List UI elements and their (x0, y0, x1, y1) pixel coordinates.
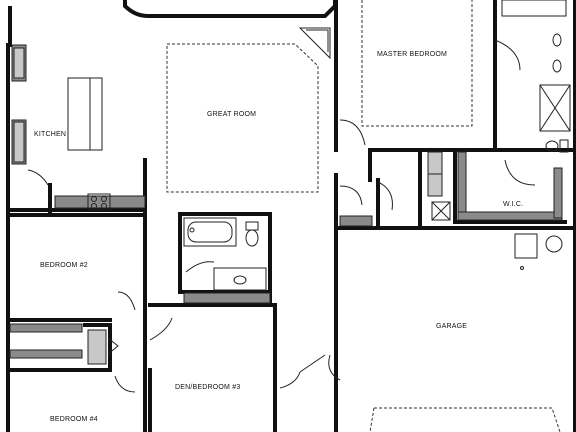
hall-toilet-icon (245, 229, 259, 247)
label-bedroom-2: BEDROOM #2 (40, 262, 88, 269)
water-heater-icon (514, 233, 538, 259)
label-great-room: GREAT ROOM (207, 111, 256, 118)
label-den-bedroom-3: DEN/BEDROOM #3 (175, 384, 240, 391)
fireplace (298, 27, 331, 60)
room-labels: MASTER BEDROOM GREAT ROOM KITCHEN W.I.C.… (34, 51, 523, 423)
laundry (339, 151, 451, 227)
ceiling-outlines (166, 0, 561, 432)
master-doors (339, 119, 393, 211)
shower-icon (539, 84, 571, 132)
hall-tub-icon (183, 217, 237, 247)
toilet-icon (545, 140, 559, 152)
kitchen-island (67, 77, 103, 151)
label-kitchen: KITCHEN (34, 131, 66, 138)
kitchen-counter-bottom (54, 195, 146, 209)
walk-in-closet (457, 151, 563, 221)
hall-vanity (213, 267, 267, 291)
washer-icon (431, 201, 451, 221)
garage-fixtures (328, 233, 563, 381)
hall-bath-fixtures (183, 217, 271, 304)
walls (6, 0, 576, 432)
bedroom-closets (9, 323, 119, 365)
label-bedroom-4: BEDROOM #4 (50, 416, 98, 423)
master-bath-fixtures (494, 0, 571, 186)
label-garage: GARAGE (436, 323, 467, 330)
bathtub-icon (501, 0, 567, 17)
sink-icon (552, 33, 562, 47)
stove-icon (87, 193, 111, 211)
label-wic: W.I.C. (503, 201, 523, 208)
kitchen-fixtures (11, 44, 146, 211)
label-master-bedroom: MASTER BEDROOM (377, 51, 447, 58)
bedroom-doors (114, 291, 326, 393)
